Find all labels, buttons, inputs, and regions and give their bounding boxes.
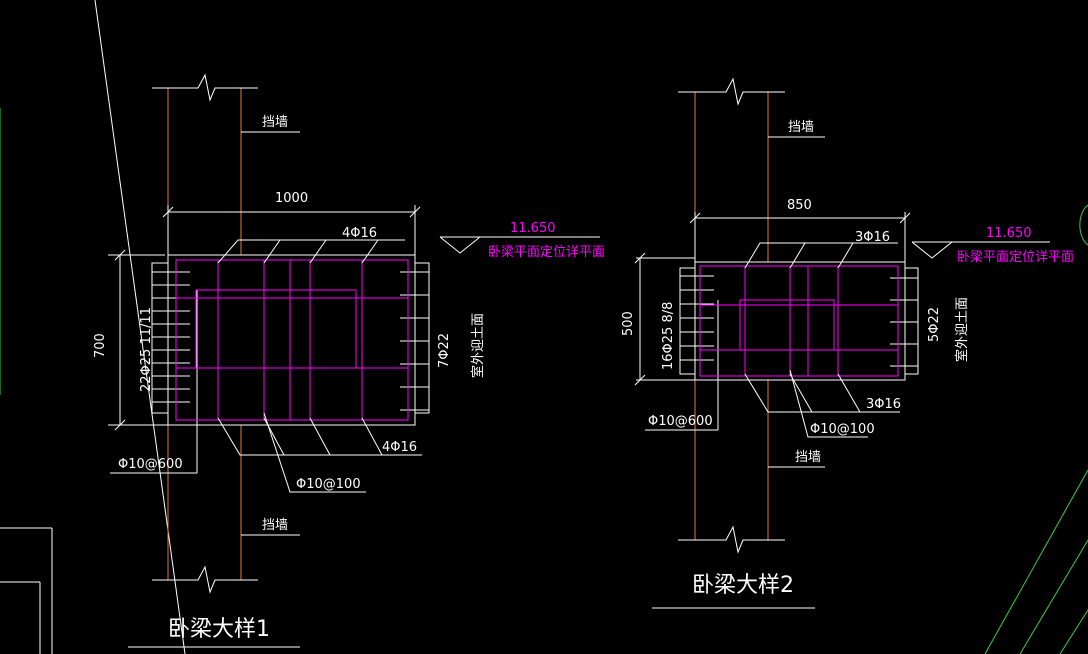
top-bars-label: 4Φ16 (342, 226, 377, 241)
side-bar-ticks (152, 271, 429, 411)
stirrup-bottom-label: Φ10@100 (296, 477, 361, 492)
side-bar-box (151, 262, 169, 414)
elevation-note: 卧梁平面定位详平面 (957, 250, 1074, 265)
bottom-bars-leader (217, 417, 422, 456)
detail-title: 卧梁大样1 (168, 617, 270, 642)
side-bar-box (679, 267, 696, 375)
break-line-bottom (152, 565, 258, 594)
inner-stirrup (739, 299, 835, 351)
dim-tick (689, 212, 701, 224)
top-bars-leader (217, 239, 405, 264)
height-dimension: 700 (93, 333, 108, 358)
rebar-cage (175, 259, 409, 421)
dim-tick (114, 419, 126, 431)
width-dimension: 1000 (275, 191, 308, 206)
bottom-bars-leader (789, 373, 813, 413)
right-bars-label: 5Φ22 (927, 307, 942, 342)
dim-tick (162, 206, 174, 218)
top-bars-label: 3Φ16 (855, 230, 890, 245)
bottom-bars-leader (744, 373, 900, 413)
top-bars-leader (789, 242, 806, 269)
detail-title: 卧梁大样2 (692, 573, 794, 598)
stirrup-bottom-label: Φ10@100 (810, 422, 875, 437)
dim-tick (634, 374, 646, 386)
green-diagonal (1059, 609, 1088, 654)
green-circle-edge (1079, 204, 1088, 246)
height-dimension: 500 (621, 311, 636, 336)
break-line-top (678, 77, 785, 106)
dim-tick (634, 252, 646, 264)
side-bar-box-right (904, 267, 919, 375)
diagonal-guide-line (94, 0, 186, 654)
top-bars-leader (744, 242, 898, 269)
right-bars-label: 7Φ22 (437, 333, 452, 368)
side-bar-ticks (680, 275, 918, 367)
bottom-bars-label: 3Φ16 (866, 397, 901, 412)
width-dimension: 850 (787, 198, 812, 213)
elevation-marker (439, 236, 481, 254)
top-bars-leader (837, 242, 854, 269)
break-line-top (152, 73, 258, 102)
stirrup-bottom-leader (263, 412, 366, 493)
beam-outline (694, 261, 906, 381)
soil-note: 室外迎土面 (954, 297, 970, 362)
wall-label-top: 挡墙 (262, 115, 288, 130)
side-bars-label: 16Φ25 8/8 (661, 302, 676, 370)
side-bars-label: 22Φ25 11/11 (139, 307, 154, 392)
rebar-lines (700, 266, 898, 376)
break-line-bottom (678, 525, 785, 554)
wall-label-bottom: 挡墙 (262, 518, 288, 533)
bottom-bars-label: 4Φ16 (382, 440, 417, 455)
wall-label-top: 挡墙 (788, 120, 814, 135)
green-diagonal (1019, 539, 1088, 654)
beam-outline (167, 254, 416, 426)
elevation-value: 11.650 (510, 221, 556, 236)
wall-label-bottom: 挡墙 (795, 450, 821, 465)
bottom-bars-leader (361, 417, 383, 456)
bottom-bars-leader (837, 373, 861, 413)
side-bar-box-right (414, 262, 430, 414)
bottom-bars-leader (309, 417, 331, 456)
rebar-lines (176, 260, 408, 420)
detail-1: 挡墙 挡墙 1000 700 22Φ25 11/11 Φ10@600 (93, 73, 605, 648)
elevation-note: 卧梁平面定位详平面 (488, 245, 605, 260)
inner-stirrup (195, 289, 357, 369)
stirrup-bottom-leader (789, 369, 868, 438)
top-bars-leader (361, 239, 379, 264)
green-diagonal (984, 469, 1088, 654)
soil-note: 室外迎土面 (470, 313, 486, 378)
dim-tick (409, 206, 421, 218)
dim-tick (899, 212, 911, 224)
rebar-cage (699, 265, 899, 377)
stirrup-left-label: Φ10@600 (648, 414, 713, 429)
stirrup-left-label: Φ10@600 (118, 457, 183, 472)
detail-2: 挡墙 挡墙 850 500 16Φ25 8/8 Φ10@600 (621, 77, 1074, 609)
dim-tick (114, 249, 126, 261)
top-bars-leader (263, 239, 281, 264)
elevation-value: 11.650 (986, 226, 1032, 241)
top-bars-leader (309, 239, 327, 264)
elevation-marker (911, 241, 953, 259)
